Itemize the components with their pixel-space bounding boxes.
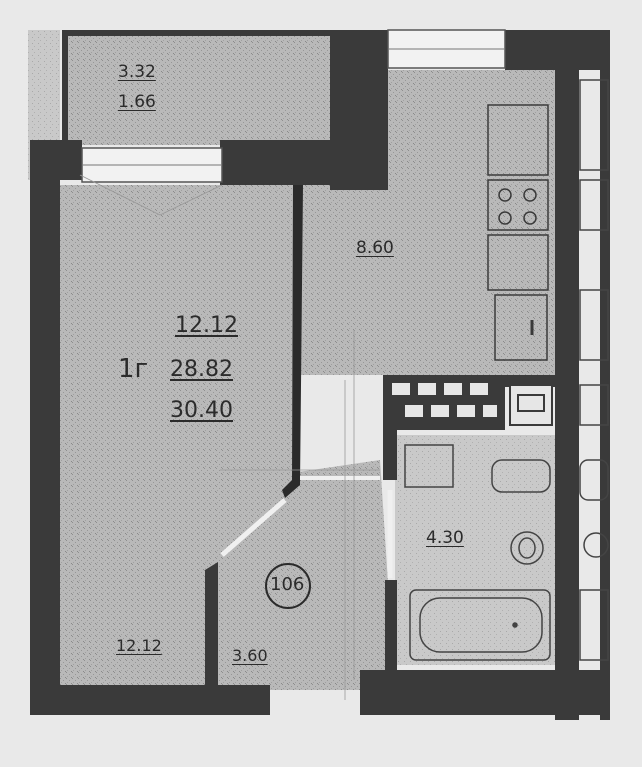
balcony-area-2: 1.66 [118,92,156,112]
wall-left [30,145,60,695]
wall-right-outer [600,30,610,720]
room-corner-area-label: 12.12 [116,636,162,655]
ventilation-shaft [385,375,553,430]
hallway-floor [210,460,395,690]
balcony-floor [65,35,337,145]
dimension-lines [79,174,380,700]
balcony-area-1: 3.32 [118,62,156,82]
hall-partition-left [205,562,218,688]
kitchen-area-label: 8.60 [356,238,394,258]
kitchen-counter [487,104,549,361]
wall-center-column [330,30,388,190]
living-area-label: 12.12 [175,313,238,338]
wall-balcony-bottom [220,140,340,185]
total-area-label: 28.82 [170,357,233,382]
apartment-type-label: 1г [118,354,149,384]
total-with-balcony-label: 30.40 [170,398,233,423]
apartment-number-circle [265,563,311,609]
room-door-leaf [220,498,287,557]
bathroom-floor [395,435,555,665]
bathroom-fixtures [404,444,551,661]
wall-bath-left-lower [385,580,397,675]
apartment-number-label: 106 [270,574,305,595]
wall-left-pillar [30,140,82,180]
partition-wall [282,185,303,498]
wall-top-left [62,30,337,36]
hall-area-label: 3.60 [232,646,268,665]
wall-right [555,30,579,720]
wall-balcony-left [62,30,68,145]
entrance-door-opening [272,690,358,714]
bathroom-area-label: 4.30 [426,528,464,548]
wall-bottom-right [360,670,610,715]
neighbor-fixtures [579,79,609,661]
wall-bottom-left [30,685,270,715]
